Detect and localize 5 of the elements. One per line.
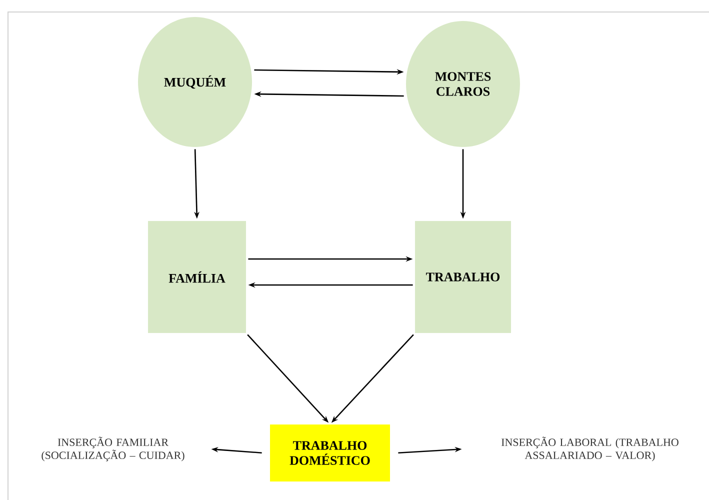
theme-box: FAMÍLIA — [148, 221, 246, 333]
outcome-text: INSERÇÃO FAMILIAR (SOCIALIZAÇÃO – CUIDAR) — [42, 436, 184, 462]
theme-box: TRABALHO — [415, 221, 511, 333]
result-box: TRABALHO DOMÉSTICO — [270, 424, 390, 482]
outcome-text: INSERÇÃO LABORAL (TRABALHO ASSALARIADO – VALOR) — [501, 436, 678, 462]
